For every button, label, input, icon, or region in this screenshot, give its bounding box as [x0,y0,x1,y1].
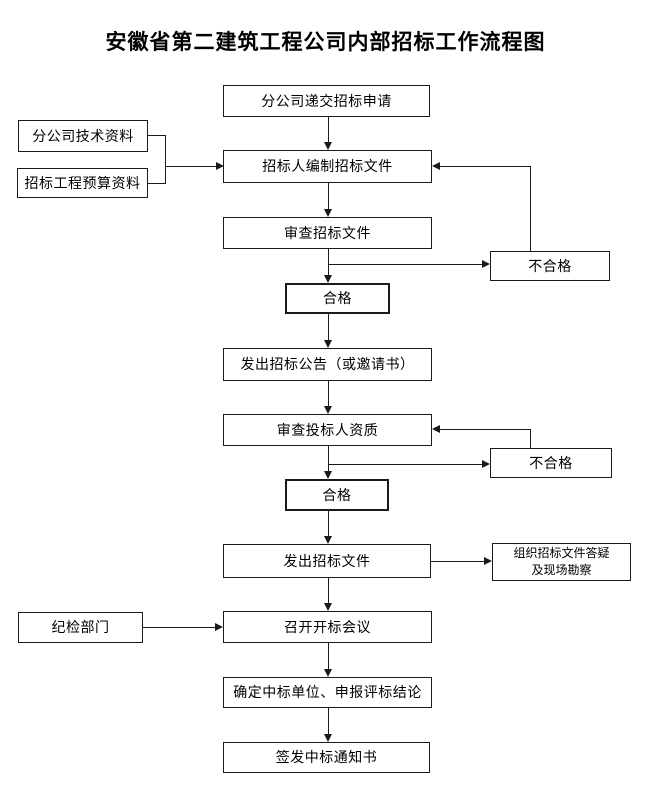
flow-node-jijian: 纪检部门 [18,612,143,643]
edge-leftgroup-riser-line [165,135,166,184]
edge-fail2-reviewbidders-arrowhead [432,425,440,433]
edge-jijian-meeting-line [143,627,215,628]
qa-survey-line1: 组织招标文件答疑 [513,546,610,561]
edge-reviewdocs-fail1-arrowhead [482,260,490,268]
edge-determine-notify-line [328,708,329,734]
edge-issuedocs-meeting-line [328,578,329,603]
edge-pass2-issuedocs-arrowhead [324,536,332,544]
edge-reviewdocs-fail1-line [328,264,482,265]
flow-node-fail-2: 不合格 [490,448,612,478]
edge-reviewbidders-fail2-line [328,464,482,465]
edge-reviewbidders-pass2-arrowhead [324,471,332,479]
edge-reviewbidders-pass2-line [328,446,329,471]
edge-fail1-prepare-arrowhead [432,162,440,170]
edge-submit-prepare-line [328,117,329,142]
edge-meeting-determine-arrowhead [324,669,332,677]
flow-node-meeting: 召开开标会议 [223,611,432,643]
edge-fail1-riser-line [530,166,531,251]
flow-node-pass-1: 合格 [285,283,390,314]
edge-reviewdocs-pass1-line [328,249,329,275]
edge-pass1-announce-arrowhead [324,340,332,348]
edge-tech-stub-line [148,135,166,136]
page-title: 安徽省第二建筑工程公司内部招标工作流程图 [105,31,546,54]
edge-meeting-determine-line [328,643,329,669]
flow-node-tech-data: 分公司技术资料 [18,120,148,152]
flow-node-review-docs: 审查招标文件 [223,217,432,249]
edge-determine-notify-arrowhead [324,734,332,742]
edge-pass1-announce-line [328,314,329,340]
flow-node-determine: 确定中标单位、申报评标结论 [223,677,432,708]
qa-survey-line2: 及现场勘察 [531,563,592,577]
edge-leftgroup-prepare-line [165,166,216,167]
edge-reviewdocs-pass1-arrowhead [324,275,332,283]
flow-node-fail-1: 不合格 [490,251,610,281]
edge-pass2-issuedocs-line [328,511,329,536]
flow-node-issue-docs: 发出招标文件 [223,544,431,578]
edge-jijian-meeting-arrowhead [215,623,223,631]
edge-prepare-reviewdocs-arrowhead [324,209,332,217]
edge-budget-stub-line [148,183,166,184]
edge-issuedocs-qasurvey-line [431,561,484,562]
flow-node-notify: 签发中标通知书 [223,742,430,773]
flow-node-submit: 分公司递交招标申请 [223,85,430,117]
edge-fail2-reviewbidders-line [440,429,530,430]
edge-issuedocs-qasurvey-arrowhead [484,557,492,565]
edge-fail2-riser-line [530,429,531,448]
edge-issuedocs-meeting-arrowhead [324,603,332,611]
edge-prepare-reviewdocs-line [328,183,329,209]
flow-node-announce: 发出招标公告（或邀请书） [223,348,432,381]
edge-submit-prepare-arrowhead [324,142,332,150]
edge-announce-reviewbidders-line [328,381,329,406]
flow-node-prepare: 招标人编制招标文件 [223,150,432,183]
flow-node-pass-2: 合格 [285,479,389,511]
edge-reviewbidders-fail2-arrowhead [482,460,490,468]
flow-node-review-bidders: 审查投标人资质 [223,414,432,446]
edge-fail1-prepare-line [440,166,530,167]
flow-node-budget-data: 招标工程预算资料 [17,168,148,198]
edge-leftgroup-prepare-arrowhead [216,162,224,170]
flow-node-qa-survey: 组织招标文件答疑 及现场勘察 [492,543,631,581]
edge-announce-reviewbidders-arrowhead [324,406,332,414]
